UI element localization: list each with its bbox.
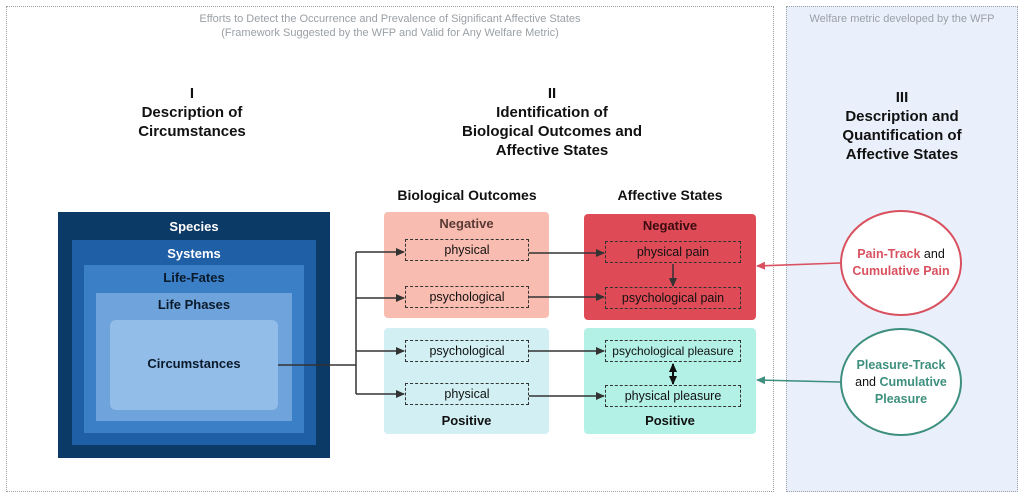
section-3-heading: III Description and Quantification of Af… (800, 88, 1004, 164)
pain-track-and: and (920, 247, 945, 261)
aff-negative-panel: Negative (584, 214, 756, 320)
section-1-title-line2: Circumstances (138, 123, 246, 140)
section-2-numeral: II (547, 85, 557, 102)
circumstances-label: Circumstances (147, 356, 241, 371)
bio-negative-panel: Negative (384, 212, 549, 318)
aff-positive-title: Positive (645, 413, 695, 428)
efforts-caption-line1: Efforts to Detect the Occurrence and Pre… (199, 13, 581, 25)
section-2-heading: II Identification of Biological Outcomes… (430, 84, 674, 160)
aff-negative-physical-pain: physical pain (605, 241, 741, 263)
aff-positive-physical-pleasure: physical pleasure (605, 385, 741, 407)
efforts-frame (6, 6, 774, 492)
pain-track-label: Pain-Track (857, 247, 921, 261)
cumulative-pain-label: Cumulative Pain (852, 264, 950, 278)
arrow-pain-track-to-negative (756, 261, 841, 270)
systems-label: Systems (167, 246, 221, 261)
cumulative-label: Cumulative (879, 374, 947, 389)
pleasure-label: Pleasure (874, 391, 928, 406)
bio-positive-psychological: psychological (405, 340, 529, 362)
aff-negative-title: Negative (642, 218, 698, 233)
life-phases-label: Life Phases (157, 297, 231, 312)
pleasure-track-circle: Pleasure-Track and Cumulative Pleasure (840, 328, 962, 436)
species-label: Species (169, 219, 219, 234)
efforts-caption-line2: (Framework Suggested by the WFP and Vali… (221, 27, 559, 39)
pleasure-track-label: Pleasure-Track (856, 357, 946, 372)
section-3-title-line3: Affective States (845, 146, 959, 163)
aff-positive-psychological-pleasure: psychological pleasure (605, 340, 741, 362)
section-3-title-line1: Description and (845, 108, 959, 125)
bio-negative-physical: physical (405, 239, 529, 261)
welfare-metric-caption: Welfare metric developed by the WFP (809, 13, 995, 25)
arrow-pleasure-track-to-positive (756, 376, 841, 385)
bio-negative-psychological: psychological (405, 286, 529, 308)
bio-positive-panel: Positive (384, 328, 549, 434)
section-2-title-line2: Biological Outcomes and (461, 123, 643, 140)
circumstances-box: Circumstances (110, 320, 278, 410)
bio-negative-title: Negative (439, 216, 494, 231)
aff-negative-psychological-pain: psychological pain (605, 287, 741, 309)
section-3-numeral: III (895, 89, 909, 106)
efforts-caption: Efforts to Detect the Occurrence and Pre… (60, 12, 720, 40)
section-2-title-line3: Affective States (495, 142, 609, 159)
bio-positive-physical: physical (405, 383, 529, 405)
life-fates-label: Life-Fates (163, 270, 225, 285)
section-1-title-line1: Description of (141, 104, 243, 121)
section-2-title-line1: Identification of (496, 104, 608, 121)
biological-outcomes-header: Biological Outcomes (397, 187, 537, 203)
section-1-heading: I Description of Circumstances (92, 84, 292, 141)
section-1-numeral: I (189, 85, 195, 102)
bio-positive-title: Positive (441, 413, 492, 428)
affective-states-header: Affective States (617, 187, 723, 203)
section-3-title-line2: Quantification of (842, 127, 962, 144)
pleasure-track-and: and (855, 374, 880, 389)
pain-track-circle: Pain-Track and Cumulative Pain (840, 210, 962, 316)
